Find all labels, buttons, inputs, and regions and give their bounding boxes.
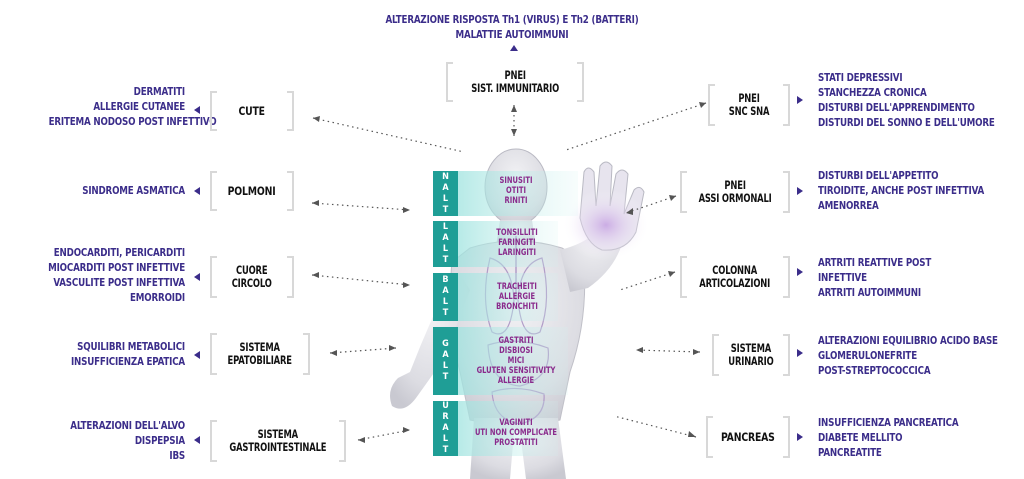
left-polmoni-items: SINDROME ASMATICA xyxy=(82,184,185,197)
connector-urinario xyxy=(635,349,701,353)
arrow-right-icon xyxy=(797,268,803,276)
connector-heads xyxy=(312,102,706,443)
connector-polmoni xyxy=(311,202,411,211)
arrow-right-icon xyxy=(797,349,803,357)
arrow-right-icon xyxy=(797,96,803,104)
arrow-left-icon xyxy=(194,106,200,114)
connector-cute xyxy=(312,117,465,153)
connector-epatobiliare xyxy=(329,347,397,354)
box-cute: CUTE xyxy=(210,91,294,131)
arrow-left-icon xyxy=(194,436,200,444)
connector-snc xyxy=(565,102,707,151)
arrow-right-icon xyxy=(797,187,803,195)
box-polmoni: POLMONI xyxy=(210,171,294,211)
top-line-1: ALTERAZIONE RISPOSTA Th1 (VIRUS) E Th2 (… xyxy=(385,13,639,26)
connector-cuore xyxy=(311,274,411,286)
arrow-right-icon xyxy=(797,433,803,441)
connector-gastro xyxy=(357,429,411,441)
connector-colonna xyxy=(619,271,676,291)
arrow-left-icon xyxy=(194,187,200,195)
box-pancreas: PANCREAS xyxy=(706,416,790,458)
connector-ormonali xyxy=(625,195,677,214)
arrow-up-icon xyxy=(510,45,518,51)
arrow-left-icon xyxy=(194,273,200,281)
band-glows xyxy=(458,171,578,456)
top-line-2: MALATTIE AUTOIMMUNI xyxy=(455,28,569,41)
connector-pancreas xyxy=(613,415,697,438)
arrow-left-icon xyxy=(194,351,200,359)
